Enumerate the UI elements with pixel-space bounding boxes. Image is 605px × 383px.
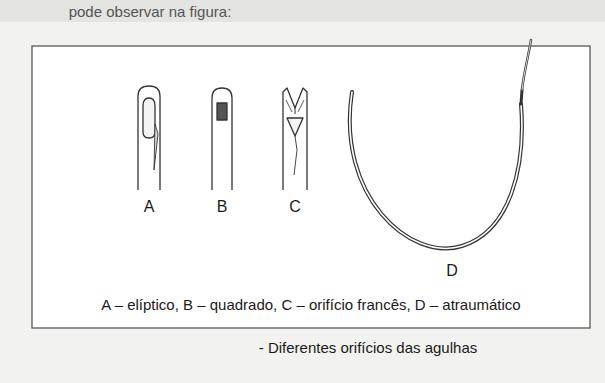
french-eye [287,118,303,136]
needle-shaft [283,88,307,190]
curved-needle-core [350,92,522,248]
thread-groove [154,124,158,170]
figure-frame [32,46,590,328]
elliptic-eye [143,98,155,138]
needle-shaft [212,88,232,190]
needle-letter: A [144,198,155,216]
swage-end [521,90,522,104]
needle-shaft [138,86,160,190]
eye-shading [286,100,304,112]
needle-letter: D [446,262,458,280]
page-strip [0,0,605,22]
suture-thread-core [522,40,531,90]
needle-letter: C [289,198,301,216]
curved-needle-body [350,92,522,248]
square-eye [217,103,227,120]
thread-groove [294,136,297,175]
figure-caption: - Diferentes orifícios das agulhas [259,339,477,356]
suture-thread [522,40,531,90]
page-text: pode observar na figura: [69,3,232,20]
atraumatic-needle [350,40,531,248]
spring-slit [295,108,296,114]
needle-letter: B [217,198,228,216]
figure-key: A – elíptico, B – quadrado, C – orifício… [101,296,520,313]
